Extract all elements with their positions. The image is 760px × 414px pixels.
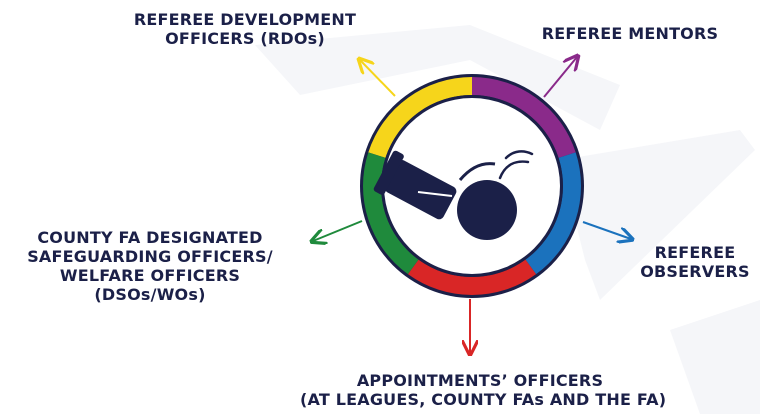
label-referee-development-officers: REFEREE DEVELOPMENT OFFICERS (RDOs) bbox=[95, 10, 395, 48]
arrow-safeguarding bbox=[313, 220, 363, 241]
label-line: REFEREE DEVELOPMENT bbox=[133, 10, 357, 29]
label-designated-safeguarding-officers: COUNTY FA DESIGNATED SAFEGUARDING OFFICE… bbox=[0, 228, 300, 304]
label-referee-observers: REFEREE OBSERVERS bbox=[630, 243, 760, 281]
arrow-mentors bbox=[543, 57, 577, 98]
label-appointments-officers: APPOINTMENTS’ OFFICERS (AT LEAGUES, COUN… bbox=[300, 371, 667, 409]
label-line: SAFEGUARDING OFFICERS/ bbox=[27, 247, 273, 266]
label-line: OBSERVERS bbox=[640, 262, 750, 281]
ring-segment-observers bbox=[525, 152, 581, 275]
ring-segment-mentors bbox=[472, 77, 576, 158]
label-line: APPOINTMENTS’ OFFICERS bbox=[356, 371, 604, 390]
arrow-rdo bbox=[360, 60, 396, 97]
label-line: REFEREE bbox=[654, 243, 736, 262]
label-line: (DSOs/WOs) bbox=[94, 285, 206, 304]
label-line: COUNTY FA DESIGNATED bbox=[37, 228, 263, 247]
ring-segment-rdo bbox=[368, 77, 472, 158]
whistle-icon bbox=[373, 150, 534, 240]
label-line: (AT LEAGUES, COUNTY FAs AND THE FA) bbox=[300, 390, 667, 409]
ring-segment-appointments bbox=[407, 259, 537, 296]
label-line: WELFARE OFFICERS bbox=[59, 266, 241, 285]
label-line: REFEREE MENTORS bbox=[541, 24, 719, 43]
label-referee-mentors: REFEREE MENTORS bbox=[520, 24, 740, 43]
label-line: OFFICERS (RDOs) bbox=[165, 29, 325, 48]
arrow-observers bbox=[582, 221, 631, 239]
